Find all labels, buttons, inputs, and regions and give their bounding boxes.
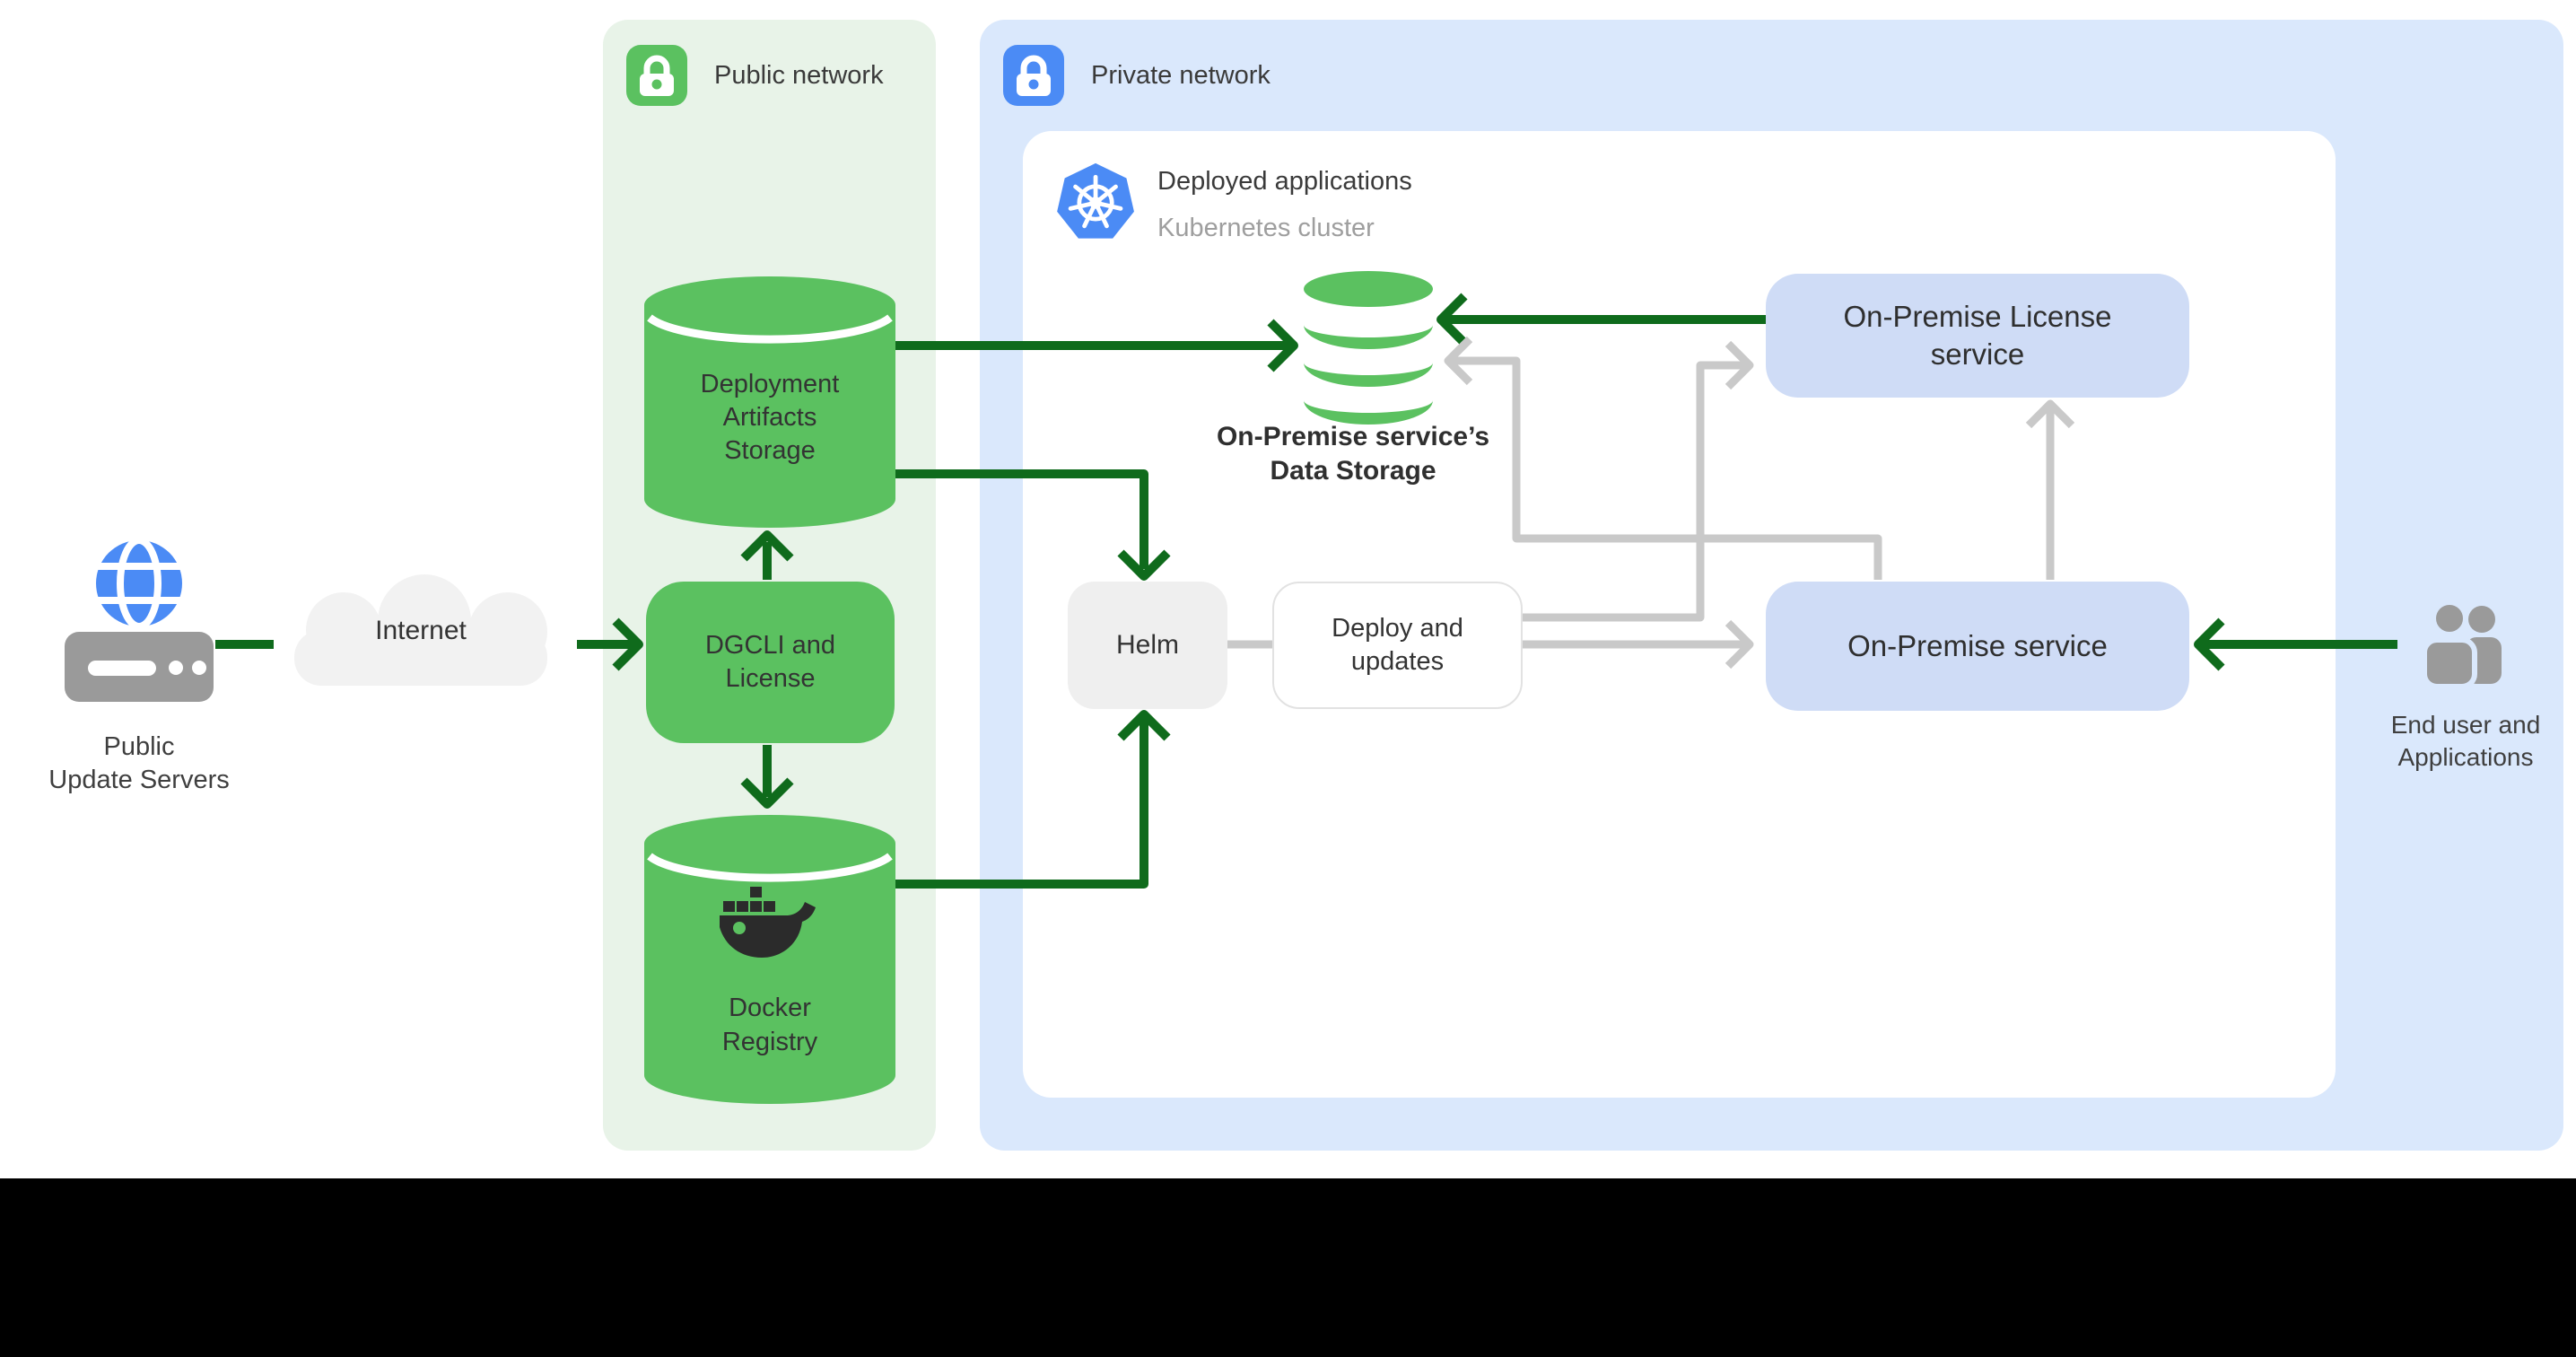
edge-artifacts-to-helm <box>895 469 1171 581</box>
internet-cloud <box>258 574 583 700</box>
edge-dgcli-to-artifacts-storage <box>740 530 794 580</box>
deployment-artifacts-storage-node: Deployment Artifacts Storage <box>644 267 895 534</box>
globe-icon <box>94 537 184 633</box>
edge-service-to-data-storage <box>1444 336 1882 580</box>
data-storage-label: On-Premise service’s Data Storage <box>1216 422 1490 486</box>
dgcli-node: DGCLI and License <box>646 582 895 743</box>
license-service-node: On-Premise License service <box>1766 274 2189 398</box>
cluster-title: Deployed applications <box>1157 167 1412 196</box>
edge-deploy-to-license <box>1523 340 1754 622</box>
edge-dgcli-to-docker-registry <box>740 745 794 809</box>
edge-license-to-data-storage <box>1436 293 1766 346</box>
edge-enduser-to-service <box>2194 617 2397 671</box>
edge-service-to-license <box>2025 399 2075 580</box>
public-update-servers-label: Public Update Servers <box>48 732 230 795</box>
users-icon <box>2422 600 2512 692</box>
cluster-subtitle: Kubernetes cluster <box>1157 214 1375 242</box>
edge-deploy-to-service <box>1523 619 1754 670</box>
docker-registry-node: Docker Registry <box>644 806 895 1110</box>
public-network-title: Public network <box>714 60 884 90</box>
docker-registry-label: Docker Registry <box>721 994 818 1056</box>
public-network-lock-icon <box>626 45 687 106</box>
internet-label: Internet <box>375 615 467 645</box>
private-network-title: Private network <box>1091 60 1271 90</box>
helm-node: Helm <box>1068 582 1227 709</box>
server-icon <box>65 632 214 706</box>
bottom-black-area <box>0 1178 2576 1357</box>
edge-docker-to-helm <box>895 710 1171 889</box>
private-network-lock-icon <box>1003 45 1064 106</box>
end-user-label: End user and Applications <box>2390 711 2541 771</box>
edge-internet-to-dgcli <box>577 617 643 671</box>
deployment-artifacts-storage-label: Deployment Artifacts Storage <box>700 369 840 466</box>
edge-artifacts-to-data-storage <box>895 319 1298 372</box>
data-storage-icon <box>1303 269 1434 433</box>
kubernetes-icon <box>1056 160 1137 249</box>
docker-whale-icon <box>720 885 818 965</box>
onprem-service-node: On-Premise service <box>1766 582 2189 711</box>
deploy-updates-node: Deploy and updates <box>1272 582 1523 709</box>
